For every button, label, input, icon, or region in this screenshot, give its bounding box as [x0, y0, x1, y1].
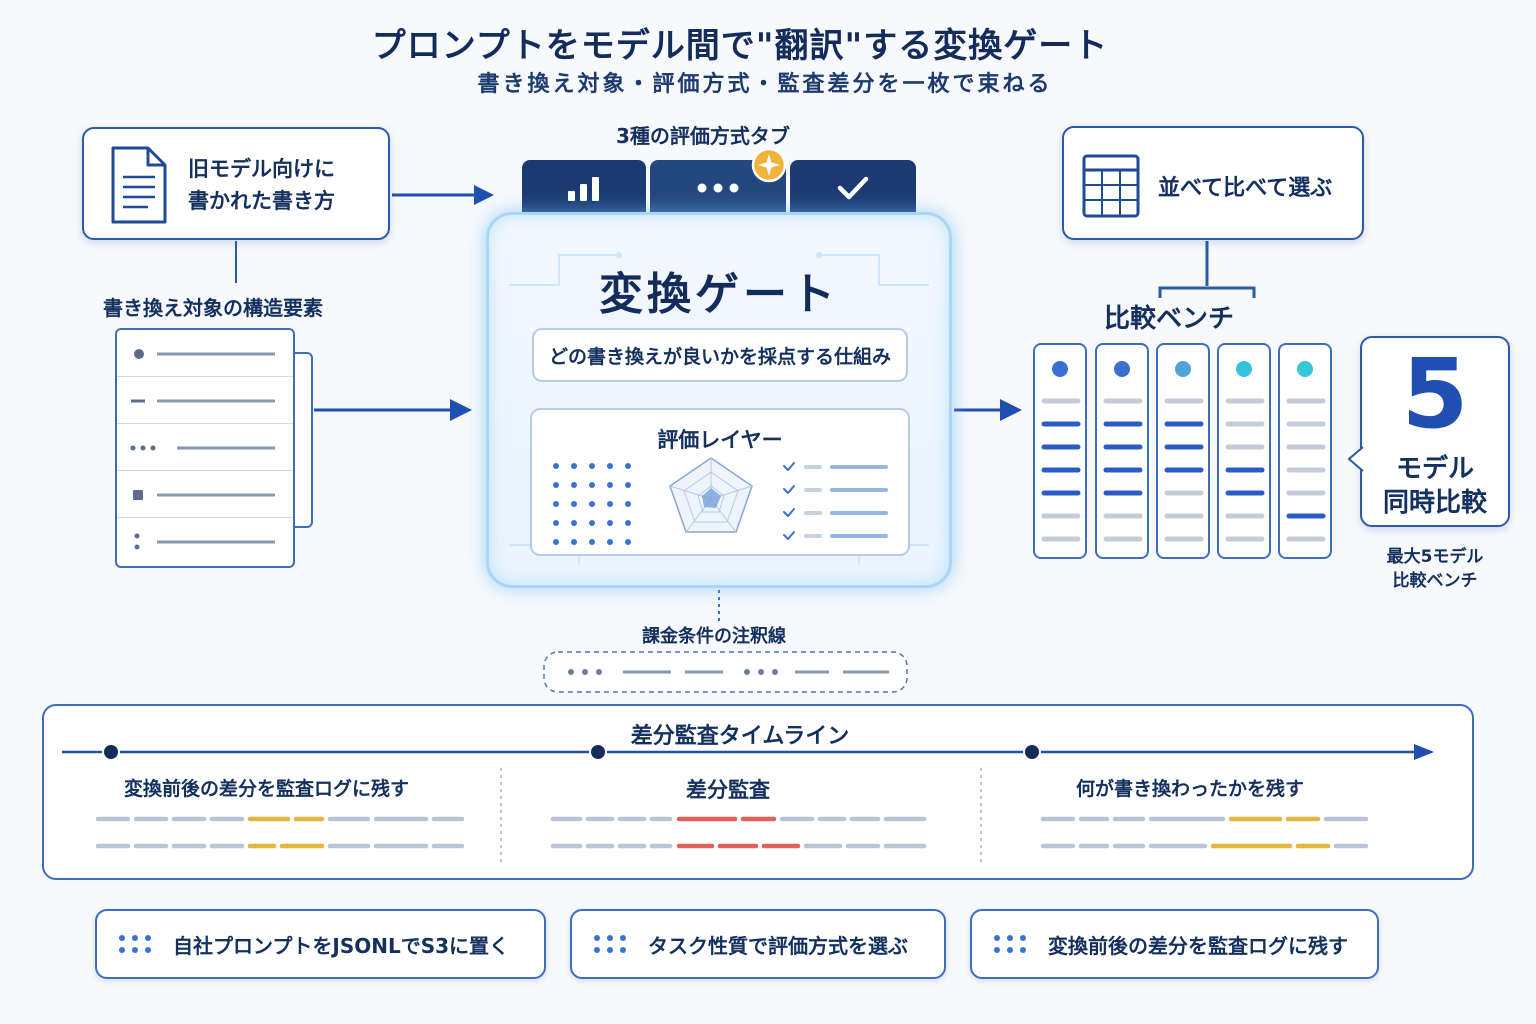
- big-label-line2: 同時比較: [1382, 488, 1487, 518]
- doc-text-line1: 旧モデル向けに: [188, 157, 335, 181]
- model-dot-icon: [1297, 361, 1313, 377]
- page-subtitle: 書き換え対象・評価方式・監査差分を一枚で束ねる: [477, 72, 1053, 97]
- old-model-prompt-card: 旧モデル向けに 書かれた書き方: [82, 127, 390, 240]
- dot-matrix-icon: [553, 463, 631, 545]
- tab-check[interactable]: [790, 160, 916, 216]
- list-item: [117, 330, 293, 377]
- dots-icon: [994, 935, 1026, 953]
- billing-annotation-label: 課金条件の注釈線: [642, 626, 786, 647]
- list-item: [117, 377, 293, 424]
- bench-column: [1278, 343, 1332, 559]
- eval-layer-label: 評価レイヤー: [657, 428, 783, 452]
- diff-audit-timeline: [42, 704, 1474, 880]
- bench-column-marks: [1041, 361, 1081, 542]
- bench-column-marks: [1286, 361, 1326, 542]
- model-dot-icon: [1236, 361, 1252, 377]
- ellipsis-icon: [697, 183, 739, 193]
- list-item: [117, 424, 293, 471]
- bench-column-marks: [1225, 361, 1265, 542]
- five-model-badge: 5 モデル 同時比較: [1360, 336, 1510, 527]
- dots-icon: [594, 935, 626, 953]
- footer-pill-audit-log: 変換前後の差分を監査ログに残す: [970, 909, 1379, 979]
- bench-column: [1033, 343, 1087, 559]
- list-item: [117, 518, 293, 565]
- doc-text-line2: 書かれた書き方: [188, 189, 335, 213]
- bench-caption-line1: 最大5モデル: [1386, 547, 1484, 567]
- dots-icon: [119, 935, 151, 953]
- page-title: プロンプトをモデル間で"翻訳"する変換ゲート: [371, 26, 1109, 66]
- billing-annotation-line: [543, 651, 908, 693]
- gate-subtitle: どの書き換えが良いかを採点する仕組み: [532, 328, 908, 382]
- footer-pill-label: 自社プロンプトをJSONLでS3に置く: [173, 933, 510, 958]
- timeline-title: 差分監査タイムライン: [630, 724, 850, 749]
- side-by-side-text: 並べて比べて選ぶ: [1158, 176, 1333, 201]
- eval-layer-panel: 評価レイヤー: [530, 408, 910, 556]
- bench-caption-line2: 比較ベンチ: [1392, 571, 1478, 591]
- eval-tabs-label: 3種の評価方式タブ: [616, 124, 790, 148]
- gate-title: 変換ゲート: [599, 269, 839, 320]
- bench-label: 比較ベンチ: [1104, 304, 1235, 334]
- bench-column-marks: [1103, 361, 1143, 542]
- document-icon: [111, 146, 167, 224]
- footer-pill-s3: 自社プロンプトをJSONLでS3に置く: [95, 909, 546, 979]
- model-dot-icon: [1175, 361, 1191, 377]
- bench-column: [1095, 343, 1149, 559]
- bench-column: [1217, 343, 1271, 559]
- radar-chart-icon: [669, 457, 753, 533]
- badge-pointer: [1347, 446, 1364, 472]
- side-by-side-card: 並べて比べて選ぶ: [1062, 126, 1364, 240]
- footer-pill-eval-method: タスク性質で評価方式を選ぶ: [570, 909, 946, 979]
- timeline-stage-2-label: 差分監査: [686, 778, 770, 802]
- footer-pill-label: 変換前後の差分を監査ログに残す: [1048, 933, 1348, 958]
- big-number: 5: [1401, 338, 1469, 450]
- table-grid-icon: [1082, 154, 1140, 218]
- big-label-line1: モデル: [1395, 454, 1474, 484]
- checklist-icon: [783, 462, 888, 540]
- timeline-stage-1-label: 変換前後の差分を監査ログに残す: [124, 778, 410, 800]
- model-dot-icon: [1052, 361, 1068, 377]
- bar-chart-icon: [568, 177, 599, 201]
- bench-column-marks: [1164, 361, 1204, 542]
- list-item: [117, 471, 293, 518]
- footer-pill-label: タスク性質で評価方式を選ぶ: [648, 933, 908, 958]
- sparkle-badge-icon: [751, 147, 787, 183]
- checkmark-icon: [837, 176, 869, 200]
- tab-bar-chart[interactable]: [522, 160, 646, 216]
- structure-element-list: [115, 328, 295, 568]
- structure-elements-label: 書き換え対象の構造要素: [103, 296, 323, 320]
- bench-column: [1156, 343, 1210, 559]
- model-dot-icon: [1114, 361, 1130, 377]
- timeline-stage-3-label: 何が書き換わったかを残す: [1076, 778, 1305, 800]
